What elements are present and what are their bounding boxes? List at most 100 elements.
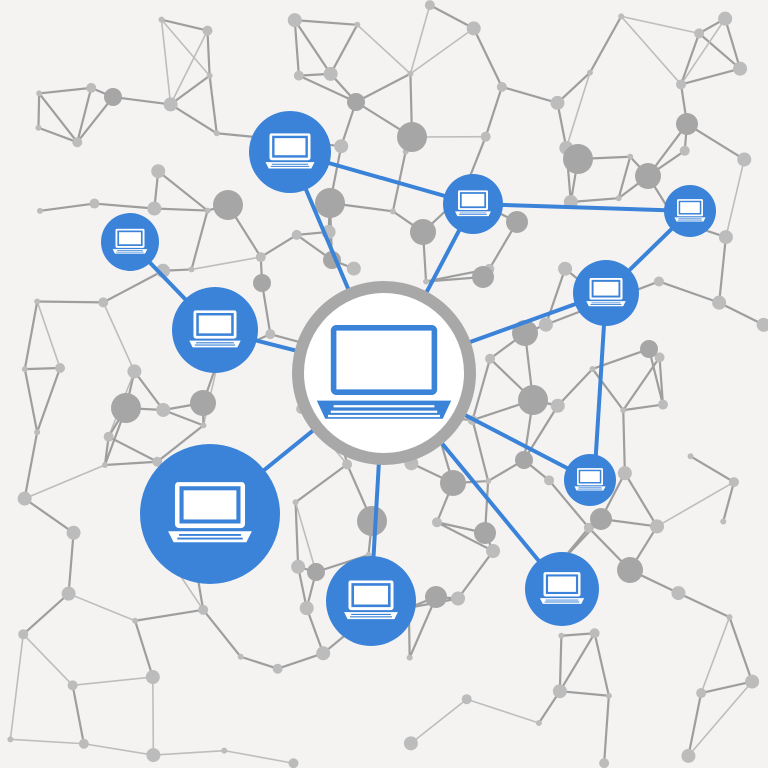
mesh-link	[679, 33, 701, 85]
mesh-link	[134, 608, 204, 622]
mesh-link	[561, 632, 595, 637]
mesh-link	[617, 156, 632, 199]
mesh-link	[436, 521, 494, 553]
mesh-node	[486, 544, 501, 559]
mesh-node	[679, 145, 690, 156]
mesh-link	[544, 268, 567, 325]
mesh-node	[347, 93, 365, 111]
mesh-link	[686, 123, 745, 161]
mesh-node	[563, 144, 593, 174]
mesh-node	[671, 586, 686, 601]
mesh-link	[718, 301, 765, 326]
mesh-node	[620, 407, 627, 414]
mesh-node	[334, 139, 349, 154]
mesh-node	[198, 604, 209, 615]
mesh-node	[617, 466, 632, 481]
mesh-node	[86, 82, 97, 93]
mesh-link	[658, 280, 720, 304]
mesh-link	[466, 698, 540, 724]
mesh-link	[190, 210, 209, 270]
mesh-node	[21, 366, 28, 373]
mesh-link	[698, 32, 741, 70]
mesh-link	[161, 18, 208, 32]
mesh-node	[627, 153, 634, 160]
mesh-link	[408, 596, 438, 659]
mesh-link	[588, 15, 623, 74]
mesh-node	[397, 122, 427, 152]
mesh-node	[288, 758, 299, 768]
mesh-link	[298, 74, 357, 103]
mesh-link	[603, 695, 610, 764]
mesh-link	[169, 74, 211, 106]
mesh-node	[307, 563, 325, 581]
mesh-node	[583, 522, 594, 533]
mesh-node	[291, 229, 302, 240]
mesh-node	[18, 629, 29, 640]
mesh-link	[556, 368, 594, 407]
mesh-link	[104, 460, 158, 467]
mesh-node	[480, 131, 491, 142]
mesh-node	[152, 456, 163, 467]
mesh-node	[737, 152, 752, 167]
mesh-link	[22, 633, 74, 686]
mesh-node	[315, 188, 345, 218]
mesh-node	[299, 601, 314, 616]
mesh-node	[410, 219, 436, 245]
mesh-node	[423, 278, 430, 285]
mesh-link	[202, 609, 242, 658]
mesh-node	[515, 451, 533, 469]
mesh-link	[484, 86, 503, 138]
mesh-link	[658, 357, 665, 405]
mesh-link	[472, 27, 503, 88]
mesh-link	[169, 30, 209, 105]
mesh-node	[472, 266, 494, 288]
mesh-link	[410, 698, 468, 744]
mesh-link	[154, 207, 208, 212]
mesh-node	[146, 748, 161, 763]
mesh-link	[305, 607, 325, 654]
mesh-link	[24, 366, 61, 371]
mesh-link	[160, 19, 211, 77]
mesh-node	[535, 719, 542, 726]
device-node	[249, 111, 331, 193]
mesh-node	[728, 477, 739, 488]
mesh-link	[23, 368, 39, 433]
mesh-node	[163, 97, 178, 112]
mesh-link	[700, 680, 753, 695]
mesh-node	[346, 261, 361, 276]
mesh-link	[72, 676, 153, 687]
mesh-node	[61, 586, 76, 601]
mesh-link	[76, 96, 114, 143]
mesh-link	[294, 502, 300, 567]
mesh-node	[485, 478, 492, 485]
mesh-node	[538, 317, 553, 332]
mesh-node	[431, 517, 442, 528]
mesh-node	[618, 13, 625, 20]
mesh-link	[409, 27, 475, 75]
mesh-link	[700, 616, 731, 694]
mesh-link	[39, 86, 92, 95]
mesh-node	[389, 208, 396, 215]
mesh-link	[76, 87, 93, 143]
mesh-node	[720, 518, 727, 525]
mesh-node	[190, 390, 216, 416]
mesh-node	[151, 164, 166, 179]
mesh-node	[272, 663, 283, 674]
mesh-link	[548, 479, 590, 529]
mesh-node	[461, 694, 472, 705]
mesh-node	[681, 748, 696, 763]
mesh-node	[718, 11, 733, 26]
device-node	[525, 552, 599, 626]
mesh-node	[200, 422, 207, 429]
mesh-node	[89, 198, 100, 209]
mesh-node	[34, 298, 41, 305]
mesh-node	[132, 617, 139, 624]
mesh-node	[204, 207, 211, 214]
mesh-link	[37, 300, 104, 304]
mesh-link	[591, 368, 625, 411]
mesh-node	[255, 252, 266, 263]
mesh-link	[294, 502, 317, 573]
mesh-node	[733, 61, 748, 76]
mesh-link	[621, 15, 700, 35]
mesh-link	[71, 685, 85, 744]
